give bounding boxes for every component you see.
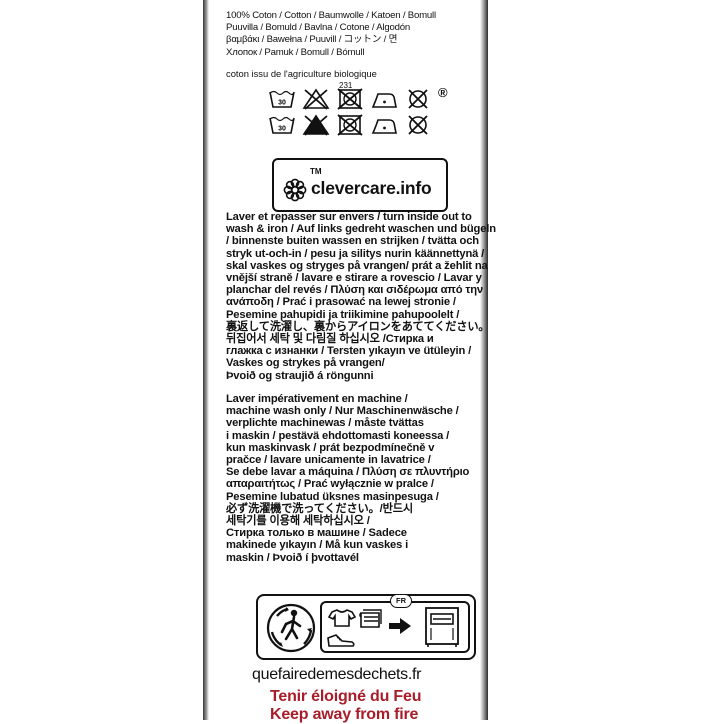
instruction-line: ανάποδη / Prać i prasować na lewej stron… — [226, 296, 456, 309]
instruction-line: skal vaskes og stryges på vrangen/ prát … — [226, 259, 488, 272]
no-bleach-filled-icon — [302, 114, 330, 136]
fiber-line: Хлопок / Pamuk / Bomull / Bómull — [226, 46, 365, 58]
iron-low-icon — [370, 114, 398, 136]
care-symbol-number: 231 — [339, 81, 353, 90]
instruction-line: απαραιτήτως / Prać wyłącznie w pralce / — [226, 478, 434, 491]
instruction-line: 뒤집어서 세탁 및 다림질 하십시오 /Стирка и — [226, 333, 434, 346]
instruction-line: Se debe lavar a máquina / Πλύση σε πλυντ… — [226, 466, 470, 479]
clevercare-logo: TM clevercare.info — [272, 158, 448, 212]
instruction-line: 必ず洗濯機で洗ってください。/반드시 — [226, 502, 414, 515]
recycling-url: quefairedemesdechets.fr — [252, 666, 422, 683]
wash-30-icon: 30 — [268, 114, 296, 136]
arrow-right-icon — [389, 618, 411, 634]
wash-30-icon: 30 — [268, 88, 296, 110]
instruction-line: / binnenste buiten wassen en strijken / … — [226, 235, 479, 248]
instruction-line: stryk ut-och-in / pesu ja silitys nurin … — [226, 247, 485, 260]
instruction-line: i maskin / pestävä ehdottomasti koneessa… — [226, 429, 450, 442]
instruction-line: makinede yıkayın / Må kun vaskes i — [226, 539, 409, 552]
fiber-line: 100% Coton / Cotton / Baumwolle / Katoen… — [226, 10, 436, 21]
instruction-line: Pesemine lubatud üksnes masinpesuga / — [226, 490, 439, 503]
no-bleach-icon — [302, 88, 330, 110]
instruction-line: wash & iron / Auf links gedreht waschen … — [226, 223, 496, 236]
recycling-info-box: FR — [256, 594, 476, 660]
label-edge-left-shadow — [203, 0, 209, 720]
fiber-composition: 100% Coton / Cotton / Baumwolle / Katoen… — [226, 10, 484, 59]
instruction-line: 세탁기를 이용해 세탁하십시오 / — [226, 515, 370, 528]
care-label: 100% Coton / Cotton / Baumwolle / Katoen… — [226, 10, 496, 723]
fire-warning-fr: Tenir éloigné du Feu — [270, 688, 422, 705]
instruction-line: maskin / Þvoið í þvottavél — [226, 551, 359, 564]
clevercare-flower-icon — [283, 178, 307, 202]
instruction-line: 裏返して洗濯し、裏からアイロンをあててください。 — [226, 320, 490, 333]
inside-out-instructions: Laver et repasser sur envers / turn insi… — [226, 211, 496, 382]
care-symbols-row-2: 30 — [268, 114, 468, 140]
shoe-icon — [327, 634, 355, 647]
instruction-line: Þvoið og straujið á röngunni — [226, 369, 374, 382]
instruction-line: Laver et repasser sur envers / turn insi… — [226, 211, 472, 223]
no-dry-clean-icon — [404, 114, 432, 136]
collection-bin-icon — [425, 607, 459, 647]
fiber-line: βαμβάκι / Bawełna / Puuvill / コットン / 면 — [226, 34, 398, 46]
fire-warning-en: Keep away from fire — [270, 706, 419, 723]
folded-textile-icon — [359, 609, 382, 628]
triman-icon — [266, 603, 316, 653]
iron-low-icon — [370, 88, 398, 110]
instruction-line: Стирка только в машине / Sadece — [226, 527, 407, 540]
registered-mark: ® — [438, 85, 448, 100]
instruction-line: kun maskinvask / prát bezpodmínečně v — [226, 441, 435, 454]
tshirt-icon — [328, 609, 356, 627]
machine-wash-instructions: Laver impérativement en machine / machin… — [226, 393, 484, 564]
svg-text:30: 30 — [278, 100, 286, 107]
instruction-line: pračce / lavare unicamente in lavatrice … — [226, 454, 431, 467]
no-tumble-dry-icon — [336, 88, 364, 110]
no-dry-clean-icon — [404, 88, 432, 110]
fr-badge: FR — [390, 594, 412, 608]
svg-text:30: 30 — [278, 126, 286, 133]
instruction-line: Vaskes og strykes på vrangen/ — [226, 357, 385, 370]
label-edge-right-shadow — [480, 0, 488, 720]
no-tumble-dry-icon — [336, 114, 364, 136]
instruction-line: machine wash only / Nur Maschinenwäsche … — [226, 405, 459, 418]
clevercare-trademark: TM — [310, 167, 322, 176]
organic-note: coton issu de l'agriculture biologique — [226, 68, 377, 79]
instruction-line: глажка с изнанки / Tersten yıkayın ve üt… — [226, 345, 472, 358]
instruction-line: verplichte machinewas / måste tvättas — [226, 417, 424, 430]
instruction-line: vnější straně / lavare e stirare a roves… — [226, 272, 482, 285]
fiber-line: Puuvilla / Bomuld / Bavlna / Cotone / Al… — [226, 22, 411, 34]
care-symbols-row-1: 30 — [268, 88, 468, 114]
instruction-line: Laver impérativement en machine / — [226, 393, 408, 405]
textile-sorting-panel: FR — [320, 594, 470, 653]
clevercare-text: clevercare.info — [311, 178, 432, 198]
instruction-line: Pesemine pahupidi ja triikimine pahupool… — [226, 308, 460, 321]
instruction-line: planchar del revés / Πλύση και σιδέρωμα … — [226, 284, 483, 297]
